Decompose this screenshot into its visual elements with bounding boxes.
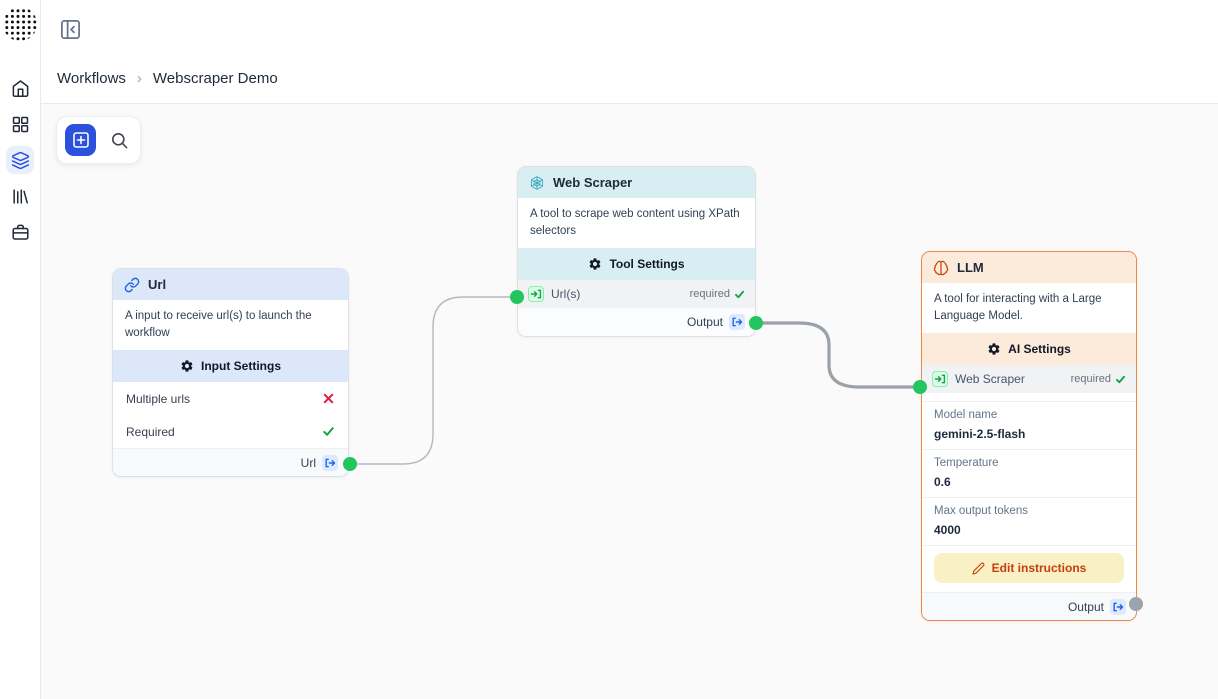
- sidebar-item-home[interactable]: [6, 74, 34, 102]
- field-label: Multiple urls: [126, 391, 191, 406]
- layers-icon: [11, 151, 29, 169]
- briefcase-icon: [11, 224, 29, 240]
- link-icon: [124, 277, 140, 292]
- param-max-output-tokens: Max output tokens 4000: [922, 497, 1136, 545]
- param-model-name: Model name gemini-2.5-flash: [922, 401, 1136, 449]
- param-value: 4000: [934, 523, 961, 538]
- check-mark-icon: [1116, 375, 1125, 384]
- breadcrumb: Workflows › Webscraper Demo: [57, 70, 278, 87]
- param-temperature: Temperature 0.6: [922, 449, 1136, 497]
- edit-instructions-button[interactable]: Edit instructions: [934, 553, 1124, 584]
- output-icon: [322, 454, 338, 471]
- output-icon: [1110, 598, 1126, 615]
- node-url[interactable]: Url A input to receive url(s) to launch …: [112, 268, 349, 478]
- gear-icon: [589, 258, 601, 270]
- node-url-settings-header: Input Settings: [113, 350, 348, 383]
- output-icon: [729, 314, 745, 331]
- breadcrumb-workflows[interactable]: Workflows: [57, 70, 126, 87]
- node-description: A tool for interacting with a Large Lang…: [922, 283, 1136, 334]
- param-label: Temperature: [934, 457, 999, 470]
- plus-square-icon: [72, 132, 89, 148]
- input-label: Url(s): [551, 287, 581, 302]
- gear-icon: [988, 343, 1000, 355]
- field-label: Required: [126, 424, 175, 439]
- breadcrumb-current: Webscraper Demo: [152, 70, 278, 87]
- top-header: Workflows › Webscraper Demo: [41, 0, 1218, 104]
- gear-icon: [181, 360, 193, 372]
- node-web-scraper-output-row: Output: [518, 308, 755, 337]
- section-title: AI Settings: [1008, 342, 1071, 357]
- param-value: 0.6: [934, 475, 951, 490]
- output-label: Output: [1067, 599, 1104, 614]
- sidebar-item-apps[interactable]: [6, 110, 34, 138]
- search-icon: [111, 132, 128, 148]
- sidebar-item-projects[interactable]: [6, 218, 34, 246]
- field-multiple-urls: Multiple urls: [113, 382, 348, 416]
- field-required: Required: [113, 415, 348, 449]
- param-value: gemini-2.5-flash: [934, 427, 1026, 442]
- node-title: LLM: [957, 260, 984, 275]
- check-mark-icon[interactable]: [322, 425, 335, 438]
- required-badge: required: [690, 288, 745, 300]
- x-mark-icon[interactable]: [322, 392, 335, 405]
- required-badge: required: [1071, 373, 1126, 385]
- node-title: Url: [148, 277, 167, 292]
- brain-icon: [933, 260, 949, 275]
- node-llm[interactable]: LLM A tool for interacting with a Large …: [921, 251, 1137, 622]
- node-llm-header[interactable]: LLM: [922, 252, 1136, 283]
- panel-collapse-icon: [60, 19, 80, 39]
- app-logo: [3, 7, 37, 41]
- node-web-scraper-settings-header: Tool Settings: [518, 248, 755, 281]
- param-label: Max output tokens: [934, 505, 1028, 518]
- add-node-button[interactable]: [65, 124, 97, 156]
- spider-web-icon: [531, 175, 543, 190]
- node-web-scraper-header[interactable]: Web Scraper: [518, 167, 755, 198]
- sidebar-item-workflows[interactable]: [6, 146, 34, 174]
- node-llm-settings-header: AI Settings: [922, 333, 1136, 366]
- node-description: A input to receive url(s) to launch the …: [113, 300, 348, 351]
- node-llm-output-row: Output: [922, 592, 1136, 621]
- check-mark-icon: [735, 290, 744, 299]
- param-label: Model name: [934, 409, 998, 422]
- apps-grid-icon: [12, 116, 28, 132]
- section-title: Input Settings: [201, 359, 281, 374]
- input-row-urls: Url(s) required: [518, 280, 755, 309]
- node-description: A tool to scrape web content using XPath…: [518, 198, 755, 249]
- node-web-scraper[interactable]: Web Scraper A tool to scrape web content…: [517, 166, 756, 338]
- breadcrumb-separator-icon: ›: [136, 70, 142, 87]
- app-sidebar: [0, 0, 41, 699]
- collapse-panel-button[interactable]: [57, 16, 83, 42]
- output-label: Output: [686, 315, 723, 330]
- input-label: Web Scraper: [955, 372, 1025, 387]
- home-icon: [12, 79, 28, 97]
- library-icon: [12, 188, 28, 204]
- node-title: Web Scraper: [553, 175, 633, 190]
- sidebar-item-library[interactable]: [6, 182, 34, 210]
- node-url-header[interactable]: Url: [113, 269, 348, 300]
- node-url-output-row: Url: [113, 448, 348, 477]
- section-title: Tool Settings: [609, 257, 685, 272]
- canvas-toolbar: [56, 116, 141, 164]
- input-row-web-scraper: Web Scraper required: [922, 365, 1136, 394]
- pencil-icon: [972, 562, 985, 575]
- input-icon: [932, 371, 948, 388]
- output-label: Url: [300, 455, 316, 470]
- search-button[interactable]: [106, 127, 132, 153]
- input-icon: [528, 286, 544, 303]
